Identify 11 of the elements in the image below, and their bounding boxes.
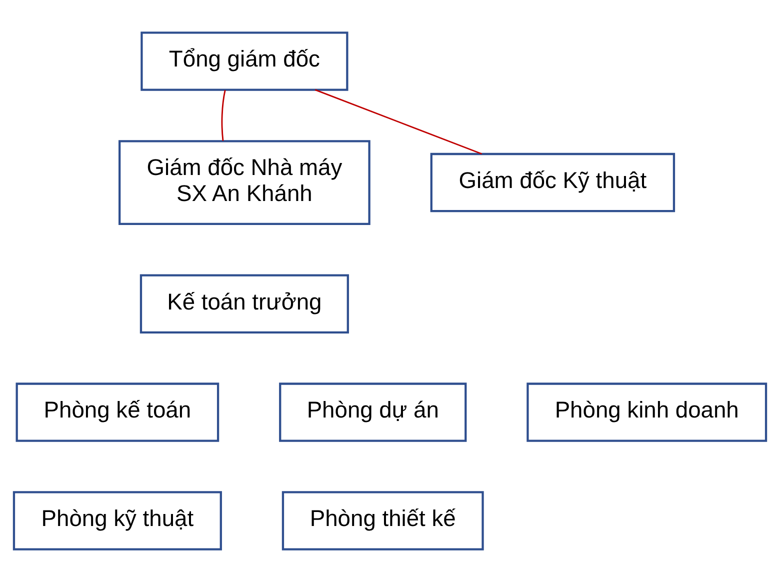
node-box: Phòng kinh doanh bbox=[526, 382, 768, 442]
connector bbox=[314, 89, 482, 155]
node-box: Phòng dự án bbox=[279, 382, 467, 442]
node-box: Phòng kỹ thuật bbox=[12, 491, 222, 550]
node-box: Tổng giám đốc bbox=[140, 32, 348, 91]
node-box: Giám đốc Nhà máy SX An Khánh bbox=[118, 140, 370, 225]
node-box: Giám đốc Kỹ thuật bbox=[430, 152, 676, 212]
node-box: Kế toán trưởng bbox=[140, 274, 349, 334]
node-box: Phòng kế toán bbox=[16, 382, 220, 442]
connector bbox=[221, 90, 226, 141]
node-box: Phòng thiết kế bbox=[282, 491, 484, 550]
